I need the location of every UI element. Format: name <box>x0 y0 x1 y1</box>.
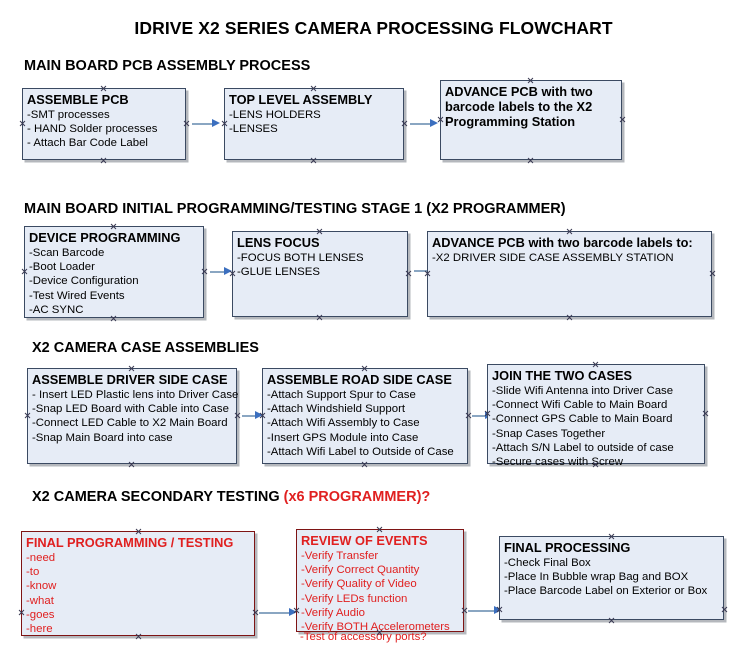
box-line: -know <box>26 580 57 593</box>
box-line: -LENSES <box>229 123 278 136</box>
box-line: -LENS HOLDERS <box>229 109 321 121</box>
section-heading-4: X2 CAMERA SECONDARY TESTING (x6 PROGRAMM… <box>32 489 430 505</box>
box-title: FINAL PROGRAMMING / TESTING <box>26 535 234 550</box>
section-heading-1: MAIN BOARD PCB ASSEMBLY PROCESS <box>24 58 310 74</box>
box-title: REVIEW OF EVENTS <box>301 533 428 548</box>
section-heading-1-text: MAIN BOARD PCB ASSEMBLY PROCESS <box>24 58 311 74</box>
box-join-the-two-cases[interactable]: JOIN THE TWO CASES -Slide Wifi Antenna i… <box>487 364 705 468</box>
box-line: -Verify Audio <box>301 606 365 619</box>
box-title: ASSEMBLE ROAD SIDE CASE <box>267 372 452 387</box>
box-line: - HAND Solder processes <box>27 123 158 136</box>
box-top-level-assembly[interactable]: TOP LEVEL ASSEMBLY -LENS HOLDERS -LENSES <box>224 88 404 160</box>
box-title: ASSEMBLE DRIVER SIDE CASE <box>32 372 228 387</box>
box-line: -Test Wired Events <box>29 289 125 302</box>
box-title: ADVANCE PCB with two barcode labels to t… <box>445 84 593 129</box>
box-line: -Attach S/N Label to outside of case <box>492 441 674 454</box>
box-line: -Attach Windshield Support <box>267 403 406 416</box>
box-line: -X2 DRIVER SIDE CASE ASSEMBLY STATION <box>432 252 674 264</box>
box-line: -Secure cases with Screw <box>492 456 624 469</box>
document-title: IDRIVE X2 SERIES CAMERA PROCESSING FLOWC… <box>134 18 613 38</box>
box-title: FINAL PROCESSING <box>504 540 631 555</box>
box-line: -Snap LED Board with Cable into Case <box>32 403 229 416</box>
box-overflow-line: -Test of accessory ports? <box>300 631 427 643</box>
box-assemble-road-side-case[interactable]: ASSEMBLE ROAD SIDE CASE -Attach Support … <box>262 368 468 464</box>
section-heading-2-text: MAIN BOARD INITIAL PROGRAMMING/TESTING S… <box>24 201 566 217</box>
box-lens-focus[interactable]: LENS FOCUS -FOCUS BOTH LENSES -GLUE LENS… <box>232 231 408 317</box>
box-line: -Scan Barcode <box>29 247 105 259</box>
box-line: -Device Configuration <box>29 275 139 288</box>
section-heading-3-text: X2 CAMERA CASE ASSEMBLIES <box>32 340 259 356</box>
arrow-toplevel-to-advance <box>410 119 438 128</box>
arrow-device-to-lens <box>210 267 232 276</box>
arrow-driver-to-road <box>242 411 264 420</box>
box-advance-pcb-driver-side[interactable]: ADVANCE PCB with two barcode labels to: … <box>427 231 712 317</box>
section-heading-3: X2 CAMERA CASE ASSEMBLIES <box>32 340 259 356</box>
box-line: -Verify Correct Quantity <box>301 564 420 577</box>
box-title: JOIN THE TWO CASES <box>492 368 633 383</box>
box-line: -Place Barcode Label on Exterior or Box <box>504 585 708 598</box>
box-line: -to <box>26 566 40 579</box>
arrow-review-to-final-processing <box>468 606 502 615</box>
box-line: -SMT processes <box>27 109 110 121</box>
box-line: -Snap Main Board into case <box>32 431 173 444</box>
box-line: -goes <box>26 608 55 621</box>
section-heading-4-text: X2 CAMERA SECONDARY TESTING <box>32 489 284 505</box>
box-line: -AC SYNC <box>29 303 84 316</box>
box-final-programming-testing[interactable]: FINAL PROGRAMMING / TESTING -need -to -k… <box>21 531 255 636</box>
box-title: ASSEMBLE PCB <box>27 92 129 107</box>
box-line: -Snap Cases Together <box>492 427 606 440</box>
box-title: LENS FOCUS <box>237 235 320 250</box>
box-title: TOP LEVEL ASSEMBLY <box>229 92 373 107</box>
box-line: -Boot Loader <box>29 261 95 274</box>
box-title: DEVICE PROGRAMMING <box>29 230 181 245</box>
box-line: -Attach Wifi Label to Outside of Case <box>267 445 454 458</box>
box-line: -Check Final Box <box>504 557 591 569</box>
box-line: -here <box>26 623 53 636</box>
box-line: -Verify LEDs function <box>301 592 408 605</box>
box-line: -Place In Bubble wrap Bag and BOX <box>504 571 689 584</box>
box-line: -Verify Transfer <box>301 550 379 562</box>
box-line: - Insert LED Plastic lens into Driver Ca… <box>32 389 239 401</box>
box-line: -Verify BOTH Accelerometers <box>301 621 450 634</box>
box-review-of-events[interactable]: REVIEW OF EVENTS -Verify Transfer -Verif… <box>296 529 464 634</box>
arrow-assemble-to-toplevel <box>192 119 220 128</box>
box-final-processing[interactable]: FINAL PROCESSING -Check Final Box -Place… <box>499 536 724 620</box>
box-line: -Insert GPS Module into Case <box>267 431 419 444</box>
box-assemble-pcb[interactable]: ASSEMBLE PCB -SMT processes - HAND Solde… <box>22 88 186 160</box>
box-line: -Attach Wifi Assembly to Case <box>267 417 420 430</box>
box-line: -GLUE LENSES <box>237 266 320 279</box>
section-heading-2: MAIN BOARD INITIAL PROGRAMMING/TESTING S… <box>24 201 566 217</box>
arrow-final-prog-to-review <box>259 608 297 617</box>
box-device-programming[interactable]: DEVICE PROGRAMMING -Scan Barcode -Boot L… <box>24 226 204 318</box>
box-line: -Attach Support Spur to Case <box>267 389 416 401</box>
box-line: -Connect GPS Cable to Main Board <box>492 413 673 426</box>
box-line: -need <box>26 552 56 564</box>
box-assemble-driver-side-case[interactable]: ASSEMBLE DRIVER SIDE CASE - Insert LED P… <box>27 368 239 464</box>
box-line: -Slide Wifi Antenna into Driver Case <box>492 385 674 397</box>
box-line: -FOCUS BOTH LENSES <box>237 252 364 264</box>
box-title: ADVANCE PCB with two barcode labels to: <box>432 235 693 250</box>
box-line: -what <box>26 594 54 607</box>
box-advance-pcb-station[interactable]: ADVANCE PCB with two barcode labels to t… <box>440 80 622 160</box>
box-line: -Connect Wifi Cable to Main Board <box>492 399 668 412</box>
box-line: - Attach Bar Code Label <box>27 137 148 150</box>
box-line: -Connect LED Cable to X2 Main Board <box>32 417 228 430</box>
box-line: -Verify Quality of Video <box>301 578 417 591</box>
section-heading-4-accent: (x6 PROGRAMMER)? <box>283 489 431 505</box>
